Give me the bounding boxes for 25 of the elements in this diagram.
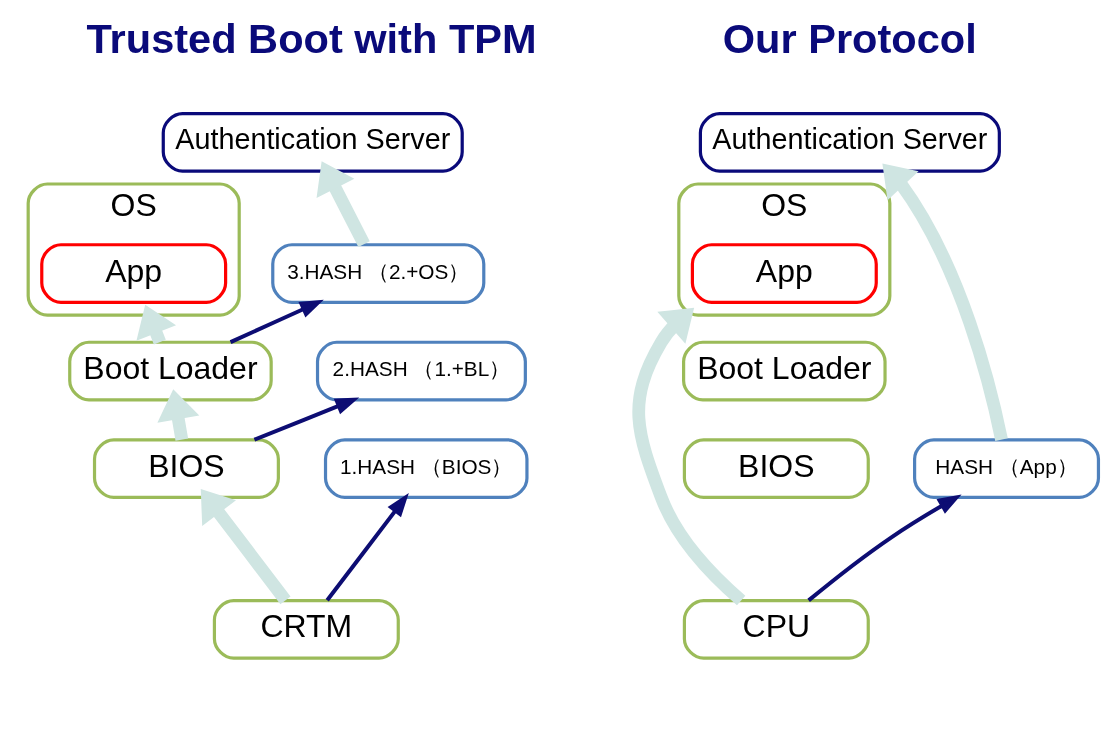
arrow (253, 397, 360, 442)
arrow (632, 307, 746, 606)
node-box: Boot Loader (682, 340, 887, 402)
arrow (325, 493, 409, 602)
node-box: Boot Loader (68, 340, 273, 402)
node-box: HASH （App） (913, 438, 1101, 499)
arrow (229, 299, 324, 344)
node-box: CRTM (212, 599, 400, 660)
node-box: App (690, 243, 878, 304)
arrow (157, 389, 200, 441)
node-box: CPU (682, 599, 870, 660)
node-box: App (40, 243, 228, 304)
label: Trusted Boot with TPM (86, 14, 537, 62)
node-box: Authentication Server (698, 112, 1001, 173)
arrow (316, 161, 370, 248)
node-box: 3.HASH （2.+OS） (271, 243, 486, 304)
label: Our Protocol (722, 14, 977, 62)
node-box: BIOS (92, 438, 280, 499)
node-box: 1.HASH （BIOS） (323, 438, 529, 499)
arrow (807, 494, 962, 602)
node-box: Authentication Server (161, 112, 464, 173)
arrow (200, 488, 291, 605)
node-box: BIOS (682, 438, 870, 499)
node-box: 2.HASH （1.+BL） (315, 340, 527, 402)
arrow (882, 163, 1008, 441)
